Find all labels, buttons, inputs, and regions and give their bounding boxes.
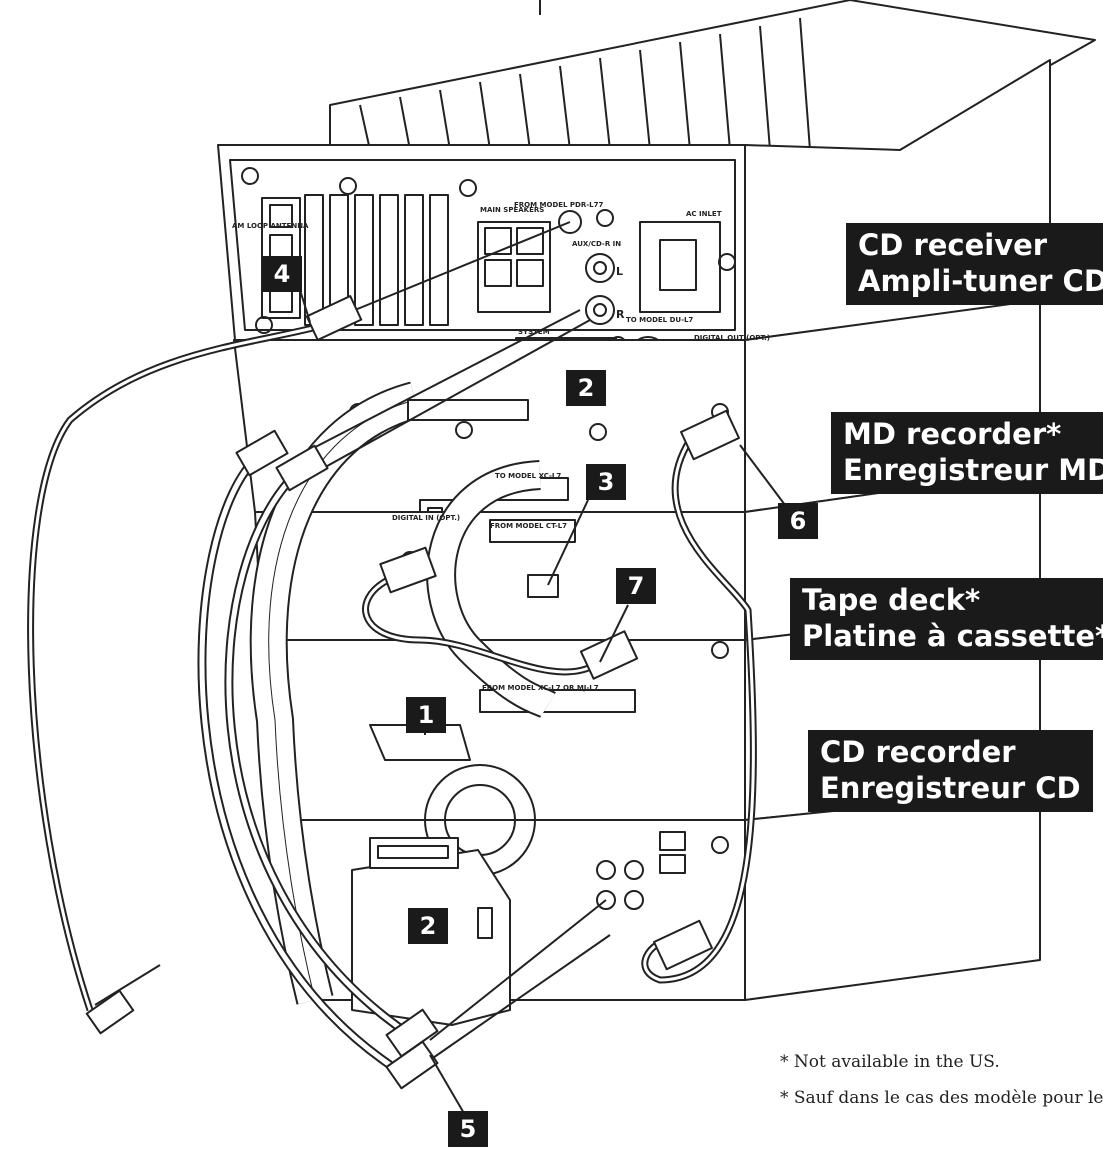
label-tape-deck: Tape deck* Platine à cassette* xyxy=(790,578,1103,660)
footnote-canada: * Sauf dans le cas des modèle pour le Ca… xyxy=(780,1088,1103,1108)
minijack-cable-4 xyxy=(27,221,571,1035)
label-to-model-du: TO MODEL DU-L7 xyxy=(626,316,693,324)
callout-2-upper: 2 xyxy=(566,370,606,406)
label-cd-receiver: CD receiver Ampli-tuner CD xyxy=(846,223,1103,305)
callout-3: 3 xyxy=(586,464,626,500)
label-to-model-xc: TO MODEL XC-L7 xyxy=(495,472,561,480)
label-r: R xyxy=(616,308,625,321)
callout-6: 6 xyxy=(778,503,818,539)
callout-2-lower: 2 xyxy=(408,908,448,944)
label-aux-cdr-in: AUX/CD-R IN xyxy=(572,240,621,248)
label-md-recorder: MD recorder* Enregistreur MD* xyxy=(831,412,1103,494)
optical-cable-7 xyxy=(362,546,639,680)
label-from-model-pdr: FROM MODEL PDR-L77 xyxy=(514,201,603,209)
label-l: L xyxy=(616,265,623,278)
label-cd-recorder: CD recorder Enregistreur CD xyxy=(808,730,1093,812)
label-digital-out: DIGITAL OUT (OPT.) xyxy=(694,334,770,342)
optical-cable-6 xyxy=(641,409,757,984)
callout-7: 7 xyxy=(616,568,656,604)
label-main-speakers: MAIN SPEAKERS xyxy=(480,206,544,214)
footnote-us: * Not available in the US. xyxy=(780,1052,1000,1072)
label-from-model-ct: FROM MODEL CT-L7 xyxy=(490,522,567,530)
label-digital-in: DIGITAL IN (OPT.) xyxy=(392,514,460,522)
label-system: SYSTEM xyxy=(518,328,550,336)
label-am-loop: AM LOOP ANTENNA xyxy=(232,222,309,230)
callout-4: 4 xyxy=(262,256,302,292)
label-from-model-xc-mj: FROM MODEL XC-L7 OR MJ-L7 xyxy=(482,684,599,692)
callout-1: 1 xyxy=(406,697,446,733)
label-ac-inlet: AC INLET xyxy=(686,210,722,218)
rca-cable-5 xyxy=(197,309,611,1090)
callout-5: 5 xyxy=(448,1111,488,1147)
cd-receiver-unit xyxy=(217,0,1096,383)
